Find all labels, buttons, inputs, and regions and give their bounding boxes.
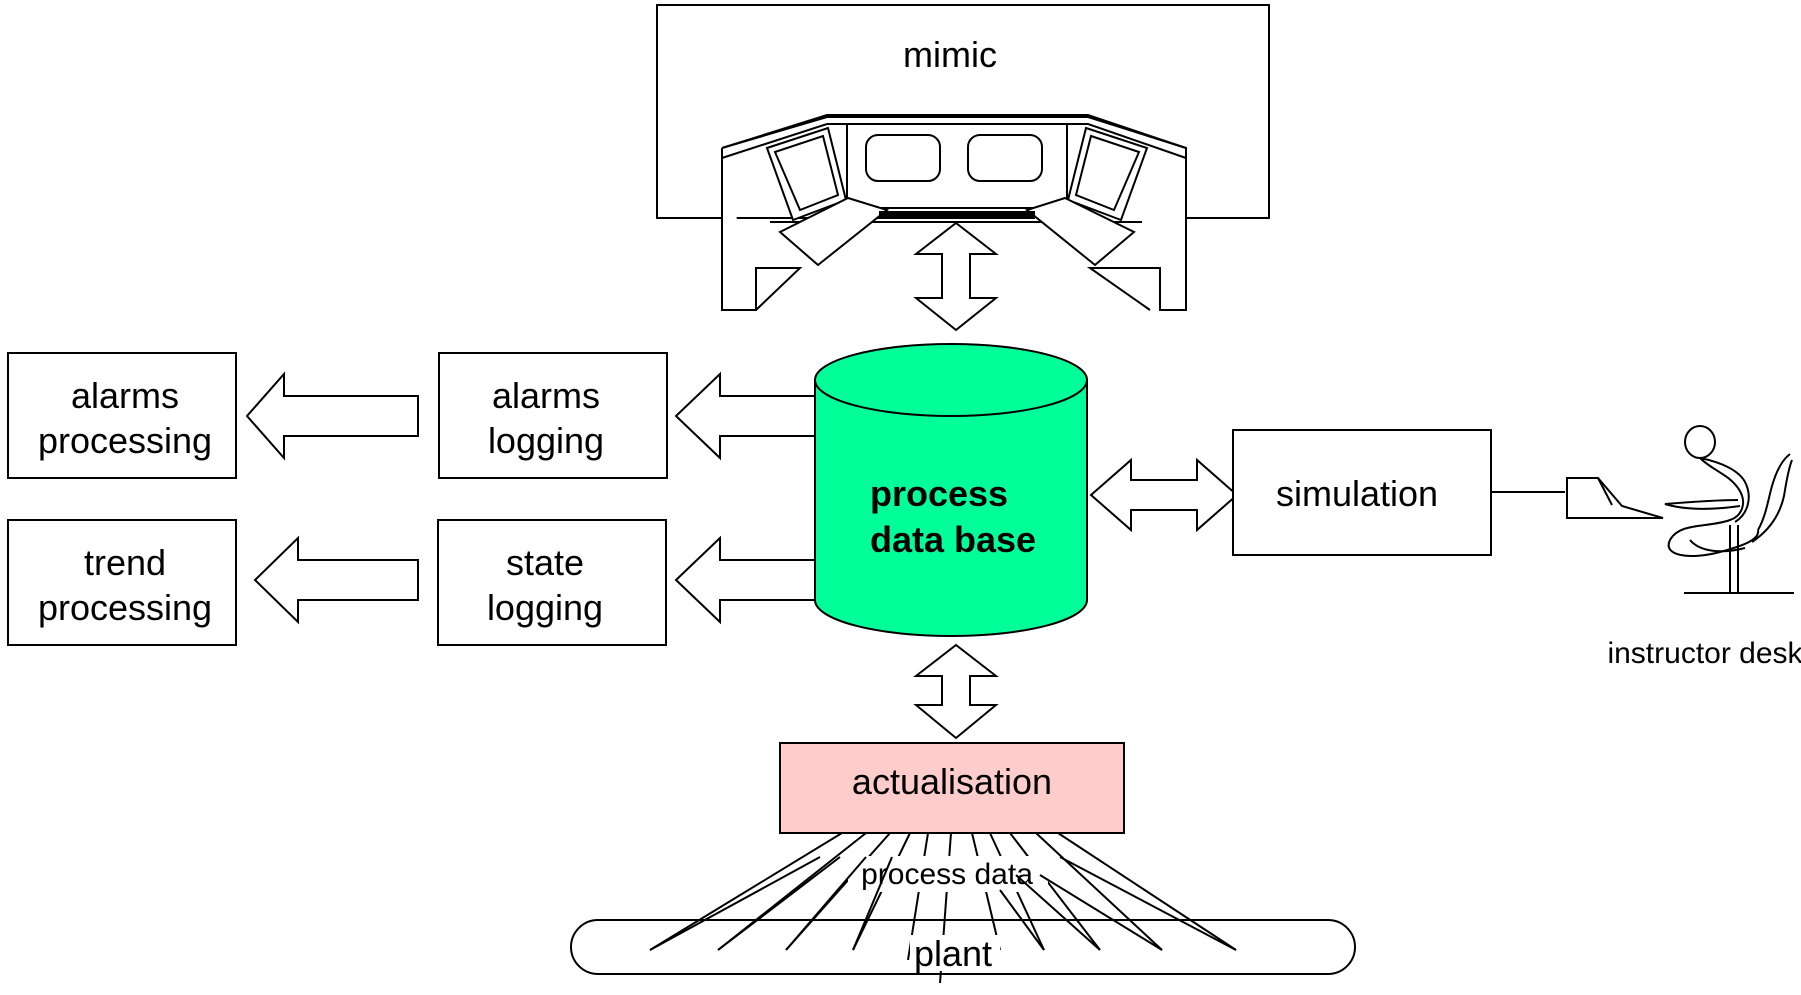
arrow-to-trend-processing	[253, 535, 419, 625]
double-arrow-db-simulation	[1089, 457, 1239, 533]
process-data-label: process data	[861, 858, 1033, 891]
arrow-to-alarms-processing	[245, 371, 419, 461]
process-data-label-bg	[848, 856, 1048, 892]
double-arrow-console-db	[913, 221, 999, 332]
simulation-label: simulation	[1276, 473, 1438, 514]
mimic-label: mimic	[903, 34, 997, 75]
arrow-to-alarms-logging	[674, 371, 816, 461]
alarms-processing-box: alarms processing	[7, 352, 237, 479]
process-database-label-2: data base	[870, 519, 1036, 560]
trend-processing-label-2: processing	[38, 587, 212, 628]
process-database-label-1: process	[870, 473, 1008, 514]
alarms-logging-label-1: alarms	[492, 375, 600, 416]
state-logging-box: state logging	[437, 519, 667, 646]
control-console-icon	[721, 114, 1187, 311]
actualisation-box: actualisation	[779, 742, 1125, 834]
process-database-cylinder: process data base	[814, 343, 1088, 637]
alarms-processing-label-2: processing	[38, 420, 212, 461]
instructor-figure-icon	[1566, 425, 1794, 594]
alarms-processing-label-1: alarms	[71, 375, 179, 416]
alarms-logging-label-2: logging	[488, 420, 604, 461]
simulation-box: simulation	[1232, 429, 1492, 556]
instructor-desk-label: instructor desk	[1607, 637, 1801, 670]
alarms-logging-box: alarms logging	[438, 352, 668, 479]
arrow-to-state-logging	[674, 535, 816, 625]
state-logging-label-1: state	[506, 542, 584, 583]
plant-label: plant	[914, 933, 992, 974]
trend-processing-box: trend processing	[7, 519, 237, 646]
trend-processing-label-1: trend	[84, 542, 166, 583]
state-logging-label-2: logging	[487, 587, 603, 628]
double-arrow-db-actualisation	[913, 643, 999, 740]
plant-label-bg	[910, 935, 1000, 971]
actualisation-label: actualisation	[852, 761, 1052, 802]
plant-rail: plant	[570, 856, 1356, 975]
